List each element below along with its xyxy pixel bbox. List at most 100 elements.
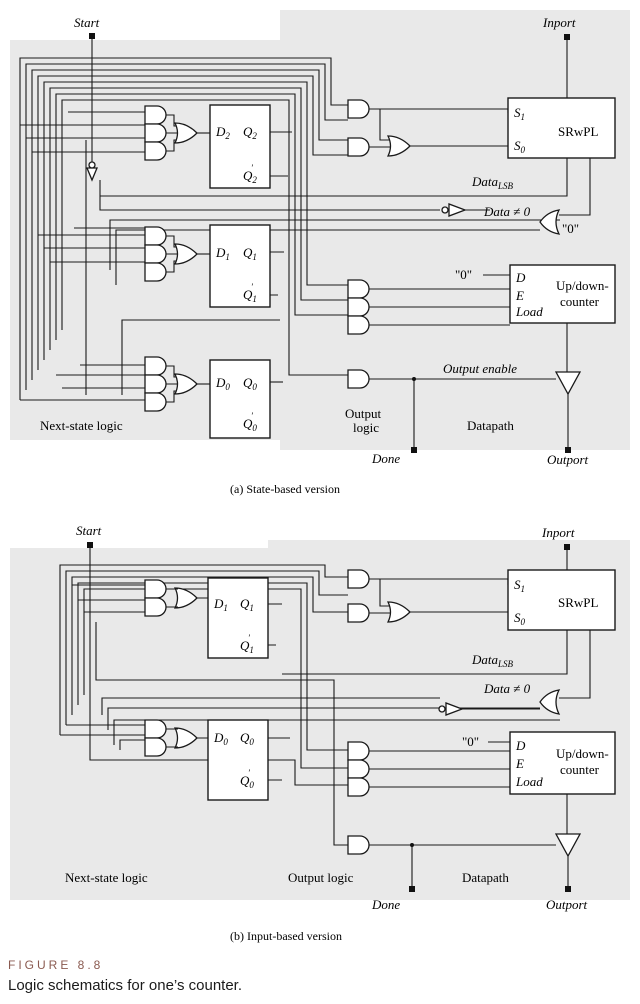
- or-gate: [173, 373, 198, 395]
- outport-label-b: Outport: [546, 897, 588, 912]
- datapath-label-a: Datapath: [467, 418, 514, 433]
- ff1-d: D1: [215, 245, 230, 262]
- and-gate: [144, 262, 167, 282]
- done-label-a: Done: [371, 451, 400, 466]
- counter-e-a: E: [515, 288, 524, 303]
- counter-e-b: E: [515, 756, 524, 771]
- counter-box-b: [509, 731, 616, 795]
- data-lsb-label-a: DataLSB: [471, 174, 514, 191]
- output-logic-b: [347, 569, 556, 886]
- ff1-qbar: Q1′: [243, 282, 257, 304]
- zero-input-b: "0": [462, 734, 479, 749]
- srwpl-label: SRwPL: [558, 124, 599, 139]
- or-gate-data-ne-0: [539, 209, 561, 235]
- and-gate: [144, 719, 167, 739]
- inverter-bubble: [438, 705, 446, 713]
- and-gate: [144, 374, 167, 394]
- next-state-gates-d2: [144, 105, 210, 161]
- datapath-a: S1 S0 SRwPL Inport DataLSB Data ≠ 0 "0" …: [100, 15, 616, 467]
- done-terminal-a: [411, 447, 417, 453]
- inverter-bubble: [441, 206, 449, 214]
- ff2-qbar: Q2′: [243, 163, 257, 185]
- ff1b-q: Q1: [240, 596, 254, 613]
- flip-flop-box: [207, 719, 269, 801]
- or-gate: [173, 587, 198, 609]
- flip-flop-box: [209, 359, 271, 439]
- datapath-b: S1 S0 SRwPL Inport DataLSB Data ≠ 0 D E …: [282, 525, 616, 912]
- counter-line1-b: Up/down-: [556, 746, 609, 761]
- next-state-gates-d0-b: [144, 719, 210, 757]
- and-gate-counter: [347, 777, 370, 797]
- and-gate-counter: [347, 741, 370, 761]
- output-buffer-b: [554, 833, 582, 858]
- counter-load-b: Load: [515, 774, 543, 789]
- flip-flop-box: [207, 577, 269, 659]
- output-logic-label-a-2: logic: [353, 420, 379, 435]
- zero-input-a: "0": [455, 267, 472, 282]
- flip-flop-box: [209, 224, 271, 308]
- counter-line2-a: counter: [560, 294, 600, 309]
- next-state-gates-d0: [144, 356, 210, 412]
- or-gate-s0: [386, 601, 411, 623]
- outport-terminal-a: [565, 447, 571, 453]
- flip-flop-0: D0 Q0 Q0′: [209, 359, 283, 439]
- output-logic-a: [347, 99, 556, 452]
- and-gate-counter: [347, 297, 370, 317]
- flip-flop-1: D1 Q1 Q1′: [209, 224, 284, 308]
- and-gate: [144, 597, 167, 617]
- inport-label-b: Inport: [541, 525, 575, 540]
- start-label-b: Start: [76, 523, 102, 538]
- srwpl-box: [507, 97, 616, 159]
- srwpl-label-b: SRwPL: [558, 595, 599, 610]
- figure-title: Logic schematics for one’s counter.: [8, 977, 242, 994]
- srwpl-s1-b: S1: [514, 577, 525, 594]
- counter-box-a: [509, 264, 616, 324]
- outport-label-a: Outport: [547, 452, 589, 467]
- and-gate-s1: [347, 569, 370, 589]
- and-gate: [144, 123, 167, 143]
- ff2-d: D2: [215, 124, 230, 141]
- output-logic-label-b: Output logic: [288, 870, 354, 885]
- flip-flop-box: [209, 104, 271, 189]
- and-gate: [144, 141, 167, 161]
- inport-label-a: Inport: [542, 15, 576, 30]
- srwpl-s1: S1: [514, 105, 525, 122]
- ff0-qbar: Q0′: [243, 411, 257, 433]
- and-gate: [144, 356, 167, 376]
- counter-d-a: D: [515, 270, 526, 285]
- or-gate-s0: [386, 135, 411, 157]
- done-terminal-b: [409, 886, 415, 892]
- inverter-data-a: [448, 203, 467, 217]
- data-lsb-label-b: DataLSB: [471, 652, 514, 669]
- diagram-b: Start D1 Q1 Q1′ D0 Q0 Q0′: [10, 523, 630, 943]
- zero-label-a: "0": [562, 221, 579, 236]
- and-gate: [144, 579, 167, 599]
- and-gate-counter: [347, 759, 370, 779]
- ff0b-qbar: Q0′: [240, 768, 254, 790]
- output-buffer-a: [554, 371, 582, 396]
- and-gate: [144, 226, 167, 246]
- counter-line2-b: counter: [560, 762, 600, 777]
- junction-dot: [412, 377, 416, 381]
- start-label-a: Start: [74, 15, 100, 30]
- flip-flop-1-b: D1 Q1 Q1′: [207, 577, 282, 659]
- and-gate: [144, 105, 167, 125]
- datapath-label-b: Datapath: [462, 870, 509, 885]
- and-gate-output-enable: [347, 835, 370, 855]
- and-gate-s0: [347, 137, 370, 157]
- start-terminal-a: [89, 33, 95, 39]
- ff0-d: D0: [215, 375, 230, 392]
- data-ne-0-label: Data ≠ 0: [483, 204, 531, 219]
- ff1b-d: D1: [213, 596, 228, 613]
- done-label-b: Done: [371, 897, 400, 912]
- and-gate-output-enable: [347, 369, 370, 389]
- and-gate-s0: [347, 603, 370, 623]
- data-ne-0-label-b: Data ≠ 0: [483, 681, 531, 696]
- and-gate: [144, 244, 167, 264]
- ff0b-q: Q0: [240, 730, 254, 747]
- next-state-gates-d1-b: [144, 579, 210, 617]
- counter-line1-a: Up/down-: [556, 278, 609, 293]
- and-gate-counter: [347, 315, 370, 335]
- or-gate: [173, 243, 198, 265]
- or-gate-data-ne-0-b: [539, 689, 561, 715]
